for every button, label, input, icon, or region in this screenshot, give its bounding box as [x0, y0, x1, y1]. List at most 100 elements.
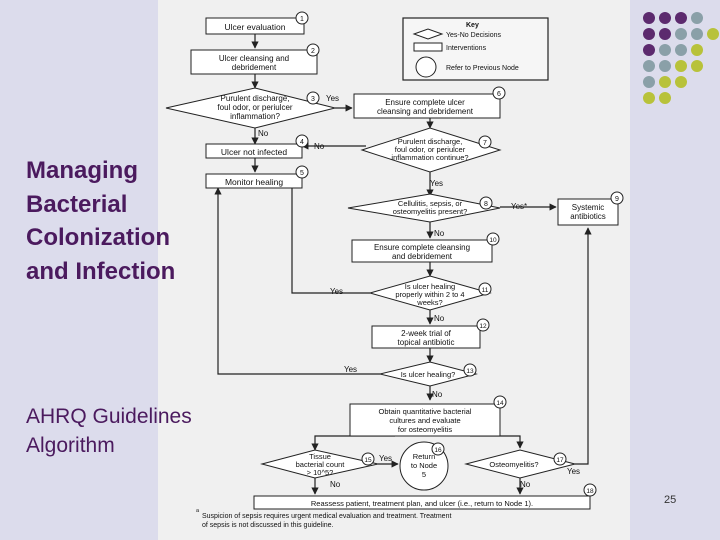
intervention-box-icon	[413, 42, 443, 52]
edge-label-no: No	[520, 480, 531, 489]
svg-text:> 10^5?: > 10^5?	[307, 468, 334, 477]
svg-text:Cellulitis, sepsis, or: Cellulitis, sepsis, or	[398, 199, 463, 208]
node-14: Obtain quantitative bacterial cultures a…	[349, 395, 507, 437]
svg-text:foul odor, or periulcer: foul odor, or periulcer	[217, 103, 292, 112]
edge-label-no: No	[434, 229, 445, 238]
edge-label-yes: Yes	[330, 287, 343, 296]
edge-label-yes: Yes	[379, 454, 392, 463]
svg-text:2-week trial of: 2-week trial of	[401, 329, 452, 338]
svg-text:and debridement: and debridement	[392, 252, 453, 261]
node-2: Ulcer cleansing and debridement 2	[190, 43, 320, 75]
svg-text:Is ulcer healing?: Is ulcer healing?	[401, 370, 456, 379]
left-panel	[0, 0, 158, 540]
svg-text:Is ulcer healing: Is ulcer healing	[405, 282, 455, 291]
svg-text:Ensure complete ulcer: Ensure complete ulcer	[385, 98, 465, 107]
node-4: Ulcer not infected 4	[205, 134, 309, 159]
node-1: Ulcer evaluation 1	[205, 11, 309, 35]
svg-text:1: 1	[300, 16, 304, 23]
svg-text:weeks?: weeks?	[416, 298, 442, 307]
edge-label-no: No	[434, 314, 445, 323]
edge-label-yes: Yes	[430, 179, 443, 188]
svg-text:3: 3	[311, 96, 315, 103]
svg-text:Suspicion of sepsis requires u: Suspicion of sepsis requires urgent medi…	[202, 513, 451, 520]
edge-label-no: No	[314, 142, 325, 151]
key-interventions: Interventions	[446, 45, 487, 52]
node-11-decision: Is ulcer healing properly within 2 to 4 …	[368, 275, 492, 311]
svg-text:Ensure complete cleansing: Ensure complete cleansing	[374, 243, 470, 252]
svg-text:Tissue: Tissue	[309, 452, 331, 461]
edge-label-yes: Yes	[326, 94, 339, 103]
svg-text:inflammation?: inflammation?	[230, 112, 280, 121]
svg-text:cultures and evaluate: cultures and evaluate	[389, 416, 460, 425]
svg-text:of sepsis is not discussed in: of sepsis is not discussed in this guide…	[202, 522, 334, 529]
refer-node-circle-icon	[415, 56, 437, 78]
edge-label-yes: Yes	[567, 467, 580, 476]
node-13-decision: Is ulcer healing? 13	[379, 361, 478, 387]
svg-text:13: 13	[466, 368, 474, 375]
slide-subtitle: AHRQ Guidelines Algorithm	[26, 402, 216, 461]
slide-title: Managing Bacterial Colonization and Infe…	[26, 154, 206, 288]
node-10: Ensure complete cleansing and debridemen…	[351, 232, 500, 263]
svg-text:bacterial count: bacterial count	[296, 460, 346, 469]
svg-text:12: 12	[479, 323, 487, 330]
svg-text:17: 17	[556, 457, 564, 464]
node-8-decision: Cellulitis, sepsis, or osteomyelitis pre…	[347, 193, 501, 223]
svg-text:Systemic: Systemic	[572, 203, 604, 212]
key-refer: Refer to Previous Node	[446, 65, 519, 72]
edge-label-no: No	[258, 129, 269, 138]
node-16-refer: Return to Node 5 16	[399, 441, 449, 491]
svg-text:Ulcer cleansing and: Ulcer cleansing and	[219, 54, 289, 63]
edge-label-no: No	[330, 480, 341, 489]
svg-text:Monitor healing: Monitor healing	[225, 177, 283, 187]
decision-diamond-icon	[412, 28, 444, 40]
svg-text:inflammation continue?: inflammation continue?	[391, 153, 468, 162]
svg-text:to Node: to Node	[411, 461, 437, 470]
svg-text:4: 4	[300, 139, 304, 146]
svg-text:foul odor, or periulcer: foul odor, or periulcer	[395, 145, 466, 154]
svg-text:15: 15	[364, 457, 372, 464]
svg-text:for osteomyelitis: for osteomyelitis	[398, 425, 452, 434]
svg-text:properly within 2 to 4: properly within 2 to 4	[395, 290, 464, 299]
node-15-decision: Tissue bacterial count > 10^5? 15	[260, 449, 379, 479]
key-decisions: Yes-No Decisions	[446, 32, 501, 39]
page-number: 25	[664, 494, 677, 506]
edge-label-yes: Yes	[344, 365, 357, 374]
svg-text:8: 8	[484, 201, 488, 208]
svg-text:topical antibiotic: topical antibiotic	[398, 338, 455, 347]
svg-text:Purulent discharge,: Purulent discharge,	[221, 94, 290, 103]
svg-text:Purulent discharge,: Purulent discharge,	[398, 137, 463, 146]
subtitle-line: Algorithm	[26, 434, 115, 458]
svg-text:Obtain quantitative bacterial: Obtain quantitative bacterial	[379, 407, 472, 416]
svg-text:Return: Return	[413, 452, 436, 461]
node-18: Reassess patient, treatment plan, and ul…	[253, 483, 597, 510]
footnote: a Suspicion of sepsis requires urgent me…	[196, 508, 451, 529]
key-title: Key	[466, 22, 479, 29]
svg-text:11: 11	[482, 287, 489, 294]
svg-text:antibiotics: antibiotics	[570, 212, 606, 221]
node-12: 2-week trial of topical antibiotic 12	[371, 318, 490, 349]
svg-text:a: a	[196, 508, 200, 514]
svg-text:Ulcer not infected: Ulcer not infected	[221, 147, 287, 157]
svg-text:cleansing and debridement: cleansing and debridement	[377, 107, 474, 116]
svg-text:14: 14	[496, 400, 504, 407]
edge-label-yes-star: Yes*	[511, 202, 527, 211]
subtitle-line: AHRQ Guidelines	[26, 405, 192, 428]
legend-key: Key Yes-No Decisions Interventions Refer…	[402, 17, 549, 81]
node-6: Ensure complete ulcer cleansing and debr…	[353, 86, 506, 119]
algorithm-scan	[158, 0, 630, 540]
svg-text:osteomyelitis present?: osteomyelitis present?	[393, 207, 468, 216]
edge-label-no: No	[432, 390, 443, 399]
decorative-dots	[643, 12, 719, 104]
svg-text:2: 2	[311, 48, 315, 55]
svg-text:6: 6	[497, 91, 501, 98]
node-3-decision: Purulent discharge, foul odor, or periul…	[165, 87, 336, 129]
svg-text:debridement: debridement	[232, 63, 277, 72]
svg-text:16: 16	[434, 447, 442, 454]
title-line: Colonization	[26, 224, 170, 252]
node-5: Monitor healing 5	[205, 165, 309, 189]
title-line: Bacterial	[26, 190, 128, 218]
svg-text:9: 9	[615, 196, 619, 203]
svg-text:10: 10	[489, 237, 497, 244]
title-line: Managing	[26, 157, 138, 184]
